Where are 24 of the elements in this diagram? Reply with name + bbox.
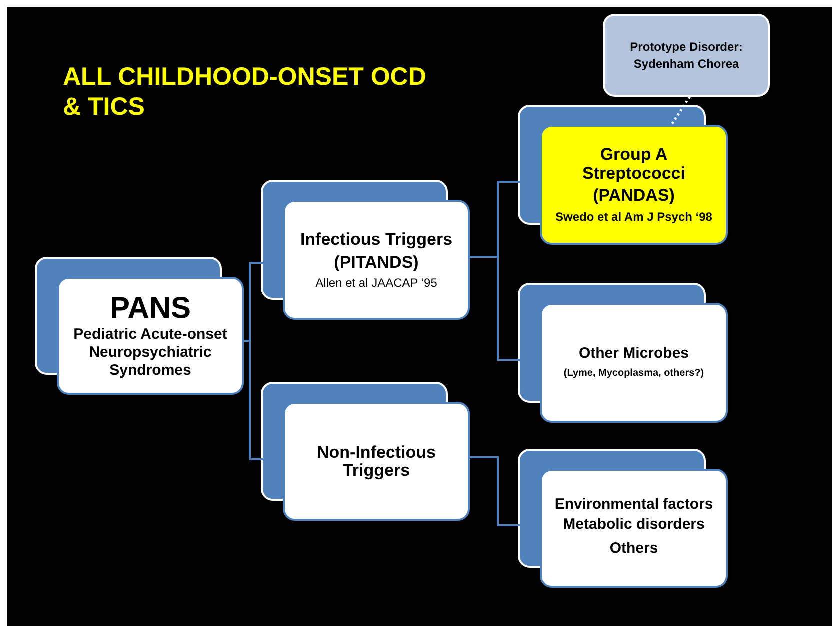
node-text: Metabolic disorders	[563, 514, 705, 534]
node-heading: Environmental factors	[554, 496, 714, 512]
node-heading: Prototype Disorder: Sydenham Chorea	[629, 38, 744, 72]
node-text: (Lyme, Mycoplasma, others?)	[564, 367, 704, 381]
node-text: (PITANDS)	[334, 252, 419, 274]
node-heading: Group A Streptococci	[582, 145, 686, 183]
node-text: Swedo et al Am J Psych ‘98	[556, 209, 712, 225]
callout-box	[603, 14, 770, 97]
node-heading: Non-Infectious Triggers	[316, 444, 437, 480]
node-text: Allen et al JAACAP ‘95	[316, 275, 438, 291]
node-heading: Infectious Triggers	[300, 229, 453, 251]
category-card	[540, 303, 728, 423]
slide-title: ALL CHILDHOOD-ONSET OCD & TICS	[63, 62, 428, 122]
highlight-card	[540, 125, 728, 245]
category-card	[57, 277, 244, 395]
node-heading: PANS	[110, 292, 192, 326]
node-text: Pediatric Acute-onset Neuropsychiatric Syndromes	[72, 326, 228, 380]
category-card	[283, 402, 470, 521]
node-heading: Other Microbes	[578, 344, 690, 364]
node-text: Others	[610, 538, 658, 558]
category-card	[283, 200, 470, 320]
dotted-connector	[670, 96, 691, 126]
node-text: (PANDAS)	[593, 185, 675, 207]
category-card	[540, 469, 728, 588]
